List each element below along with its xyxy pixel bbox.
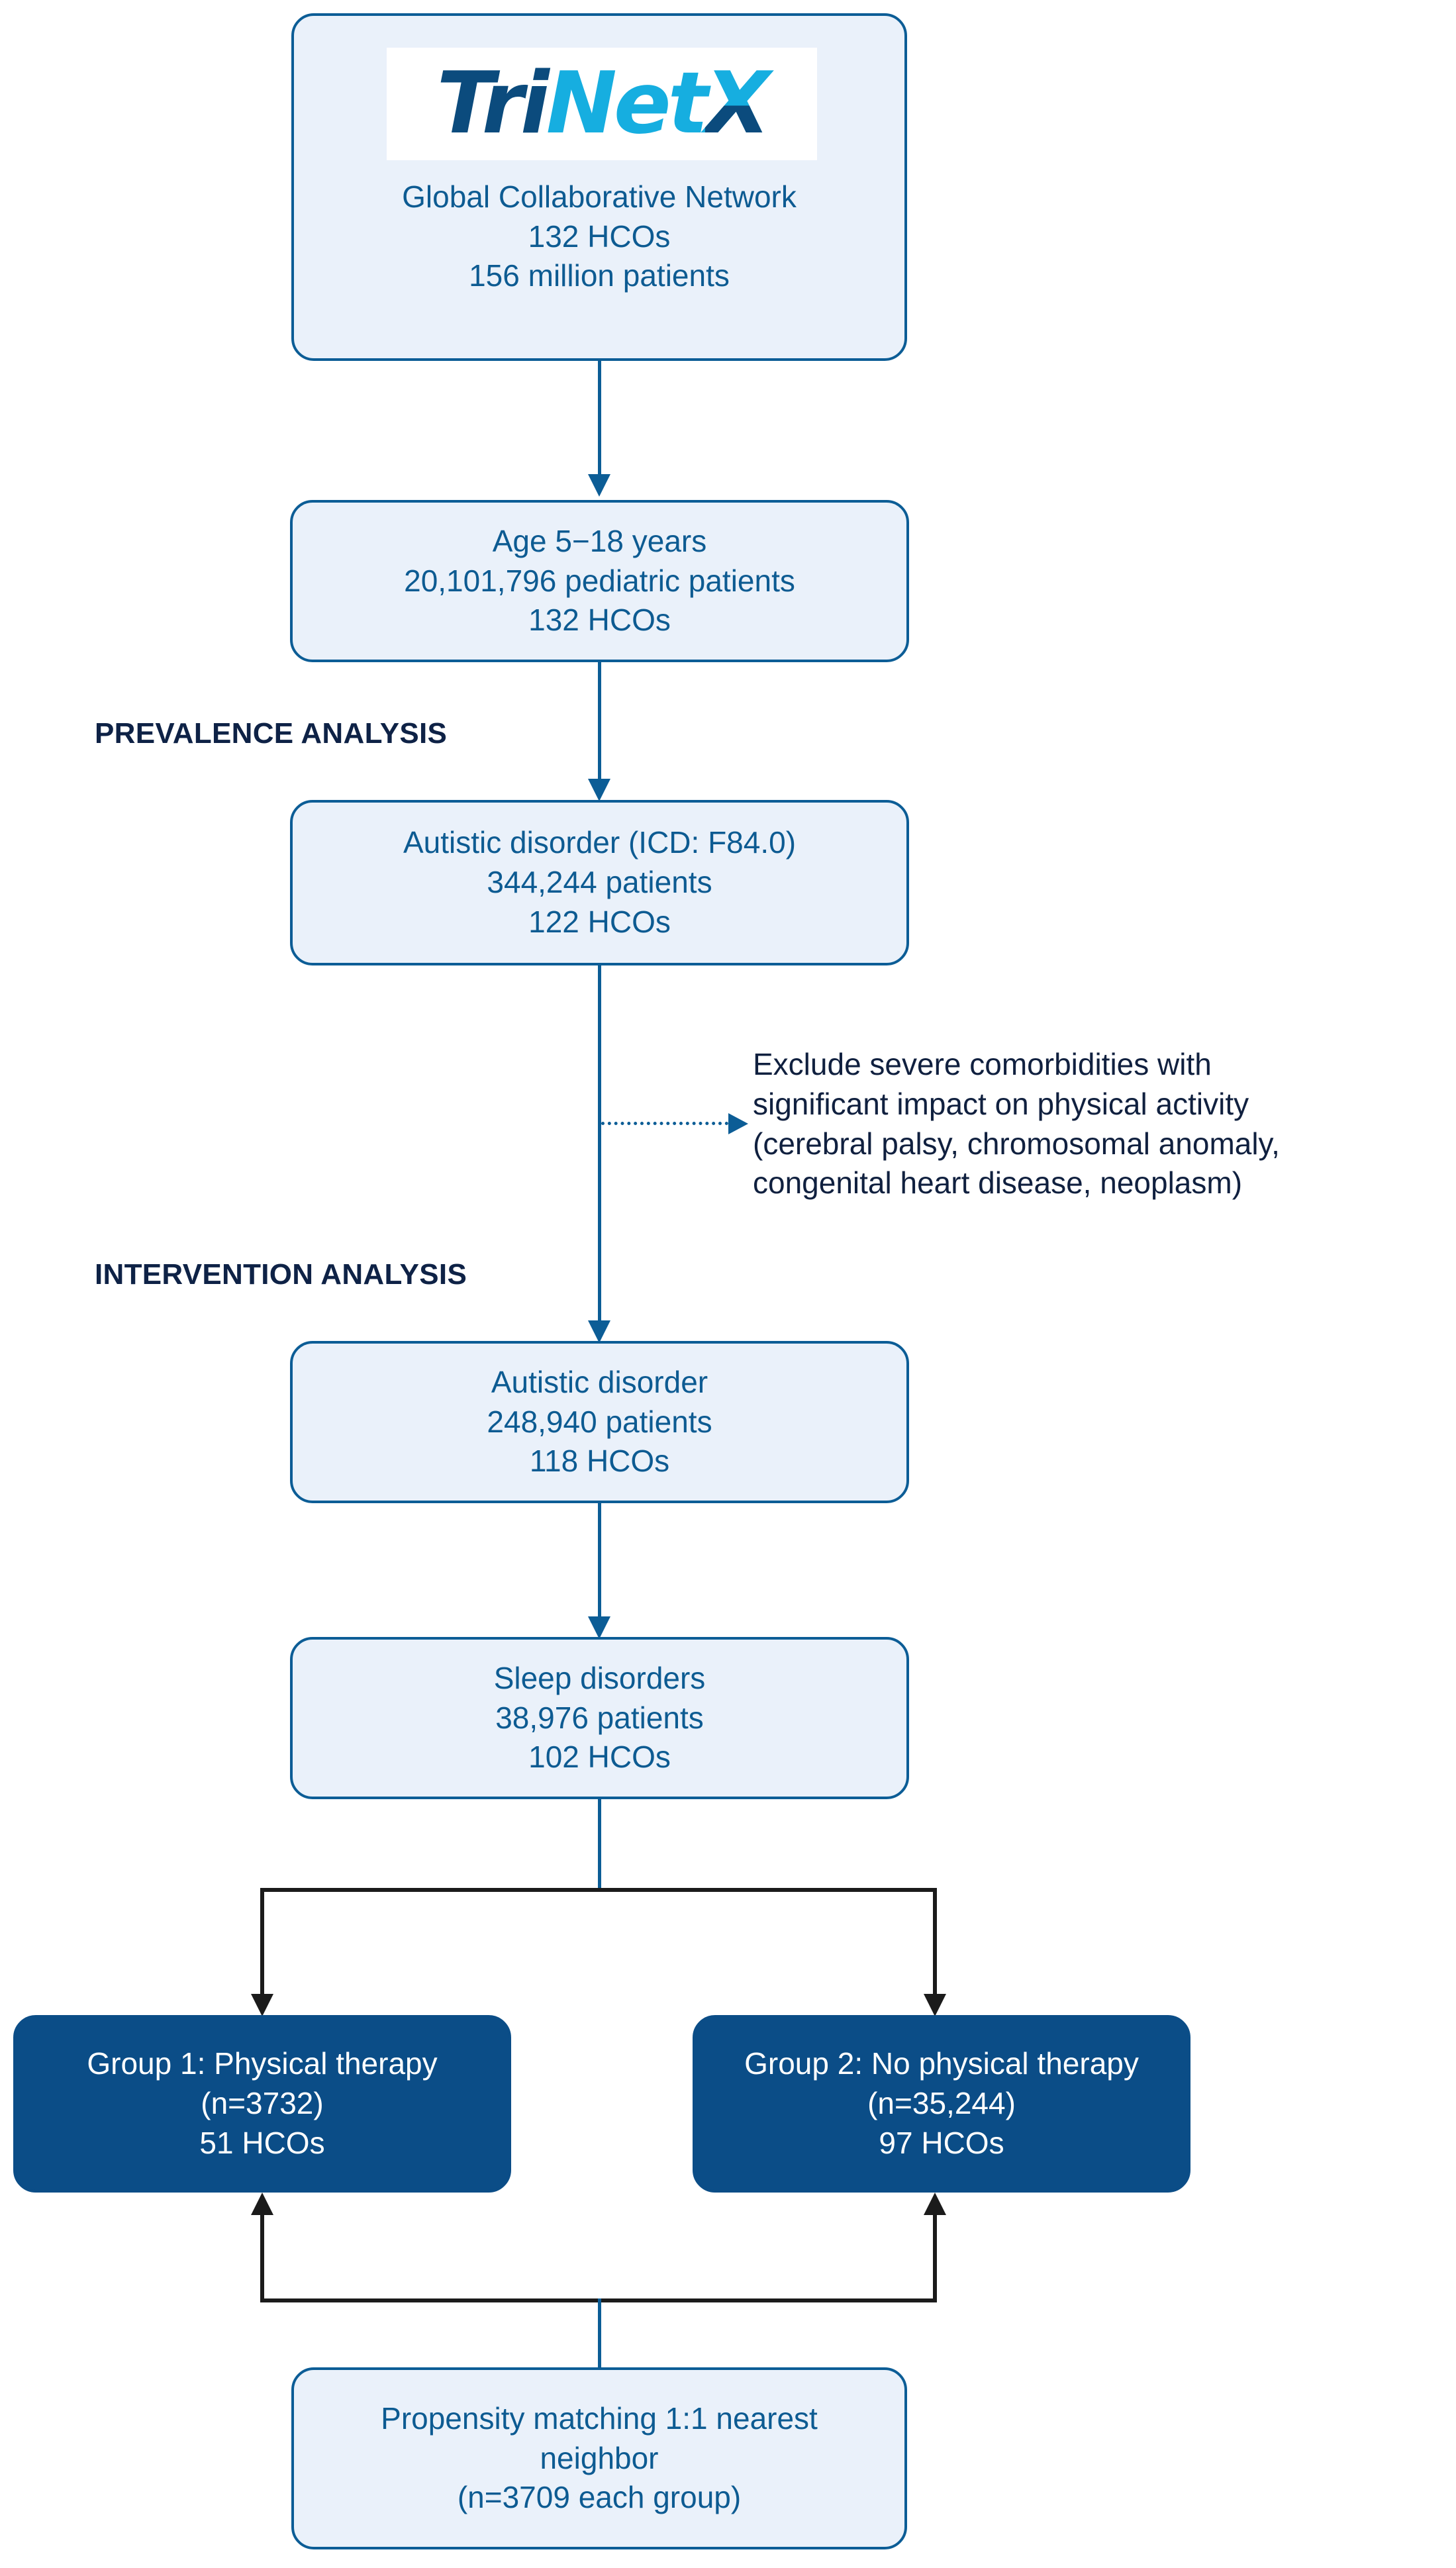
logo-x-bottom: X — [704, 54, 767, 153]
node-autistic-disorder-prevalence: Autistic disorder (ICD: F84.0) 344,244 p… — [290, 800, 909, 965]
arrow-down-icon — [588, 1320, 610, 1343]
arrow-down-icon — [588, 474, 610, 497]
connector-sleep-split-bar — [260, 1888, 937, 1892]
logo-part-net: Net — [546, 54, 708, 153]
logo-part-tri: Tri — [436, 54, 549, 153]
node-group-2: Group 2: No physical therapy (n=35,244) … — [693, 2015, 1190, 2193]
node-propensity-matching: Propensity matching 1:1 nearest neighbor… — [291, 2367, 907, 2549]
connector-intervention-to-sleep — [598, 1503, 601, 1619]
annotation-line: significant impact on physical activity — [753, 1086, 1249, 1121]
node-line: Sleep disorders — [493, 1660, 706, 1695]
node-line: 97 HCOs — [879, 2125, 1004, 2160]
node-line: Propensity matching 1:1 nearest neighbor — [381, 2400, 818, 2475]
node-line: 51 HCOs — [199, 2125, 325, 2160]
arrow-down-icon — [588, 1616, 610, 1639]
node-line: 118 HCOs — [529, 1444, 670, 1479]
arrow-up-icon — [924, 2193, 946, 2215]
node-autistic-disorder-intervention: Autistic disorder 248,940 patients 118 H… — [290, 1341, 909, 1503]
section-label-prevalence-analysis: PREVALENCE ANALYSIS — [95, 717, 448, 750]
connector-merge-left-rise — [260, 2212, 264, 2302]
logo-x-top: X — [704, 54, 771, 153]
section-label-intervention-analysis: INTERVENTION ANALYSIS — [95, 1258, 467, 1291]
connector-split-left-drop — [260, 1888, 264, 1997]
connector-autistic-to-intervention — [598, 965, 601, 1323]
arrow-right-icon — [728, 1113, 748, 1134]
node-line: 156 million patients — [469, 258, 730, 293]
node-sleep-disorders: Sleep disorders 38,976 patients 102 HCOs — [290, 1637, 909, 1799]
annotation-line: (cerebral palsy, chromosomal anomaly, — [753, 1126, 1280, 1161]
exclusion-criteria-note: Exclude severe comorbidities with signif… — [753, 1045, 1280, 1203]
node-line: Global Collaborative Network — [402, 179, 797, 214]
connector-source-to-age — [598, 361, 601, 477]
arrow-down-icon — [924, 1994, 946, 2016]
arrow-down-icon — [251, 1994, 273, 2016]
node-line: 344,244 patients — [487, 865, 712, 900]
node-line: Autistic disorder (ICD: F84.0) — [403, 825, 797, 860]
node-line: 248,940 patients — [487, 1404, 712, 1439]
connector-merge-stem — [598, 2298, 601, 2371]
connector-split-right-drop — [933, 1888, 937, 1997]
node-line: Group 1: Physical therapy (n=3732) — [87, 2046, 438, 2121]
node-line: Age 5−18 years — [492, 523, 707, 558]
node-group-1: Group 1: Physical therapy (n=3732) 51 HC… — [13, 2015, 511, 2193]
connector-age-to-autistic — [598, 662, 601, 781]
node-line: 132 HCOs — [528, 603, 671, 638]
node-line: 122 HCOs — [528, 904, 671, 939]
node-line: Autistic disorder — [491, 1364, 708, 1399]
connector-exclusion-dotted — [601, 1122, 728, 1125]
arrow-down-icon — [588, 779, 610, 801]
node-line: 132 HCOs — [528, 219, 671, 254]
node-line: 20,101,796 pediatric patients — [404, 563, 795, 598]
connector-sleep-split-stem — [598, 1799, 601, 1890]
connector-merge-right-rise — [933, 2212, 937, 2302]
node-line: (n=3709 each group) — [457, 2480, 742, 2515]
arrow-up-icon — [251, 2193, 273, 2215]
node-line: 102 HCOs — [528, 1740, 671, 1775]
node-line: Group 2: No physical therapy (n=35,244) — [744, 2046, 1139, 2121]
annotation-line: Exclude severe comorbidities with — [753, 1047, 1212, 1081]
node-line: 38,976 patients — [495, 1700, 704, 1735]
node-age-filter: Age 5−18 years 20,101,796 pediatric pati… — [290, 500, 909, 662]
annotation-line: congenital heart disease, neoplasm) — [753, 1165, 1243, 1201]
